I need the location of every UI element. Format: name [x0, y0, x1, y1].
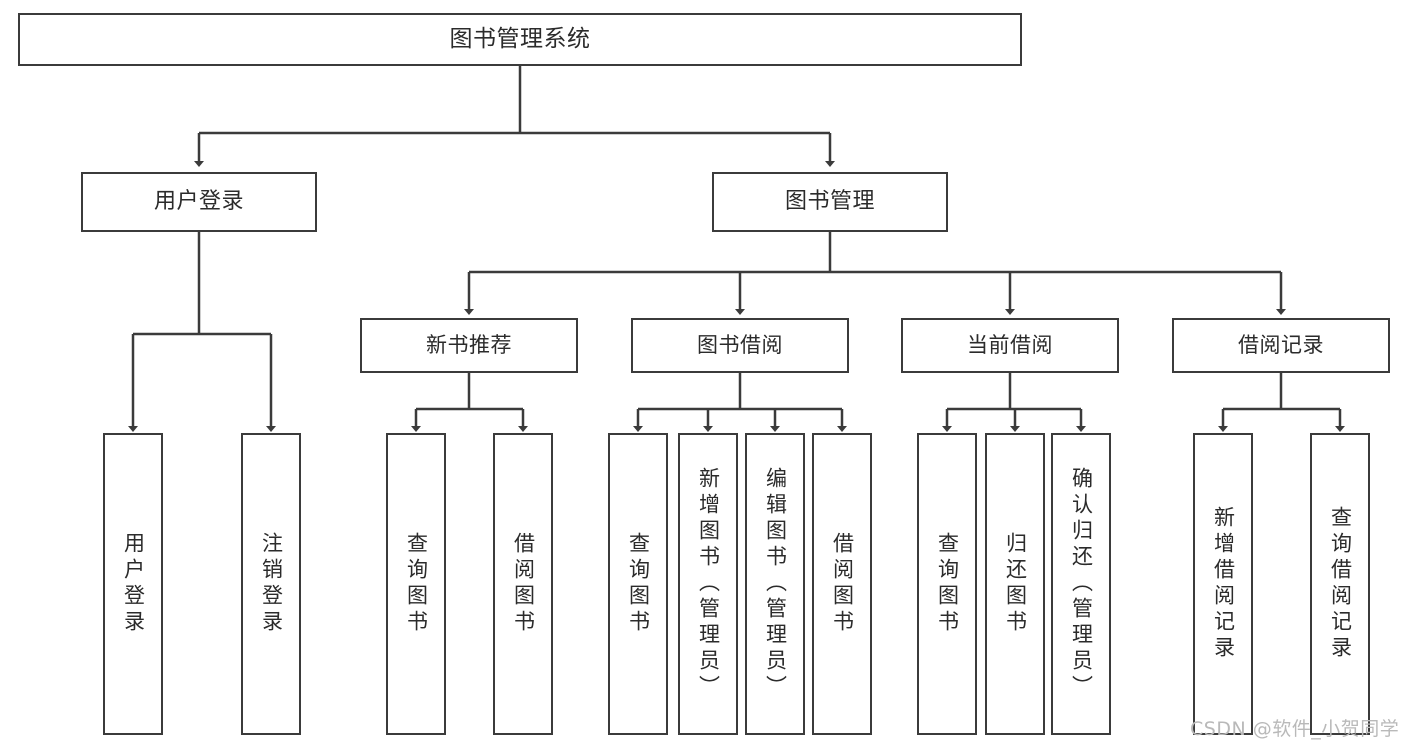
node-label: 借阅记录	[1238, 333, 1324, 357]
node-label: 当前借阅	[967, 333, 1053, 357]
leaf-book-borrow-query-books[interactable]: 查询图书	[608, 433, 668, 735]
leaf-new-book-query-books[interactable]: 查询图书	[386, 433, 446, 735]
leaf-borrow-record-query-record[interactable]: 查询借阅记录	[1310, 433, 1370, 735]
node-label: 新增借阅记录	[1211, 506, 1236, 662]
leaf-current-borrow-confirm-return-admin[interactable]: 确认归还（管理员）	[1051, 433, 1111, 735]
node-label: 借阅图书	[511, 532, 536, 636]
node-new-book-recommend[interactable]: 新书推荐	[360, 318, 578, 373]
csdn-watermark: CSDN @软件_小贺同学	[1190, 718, 1400, 740]
node-label: 查询借阅记录	[1328, 506, 1353, 662]
node-label: 图书借阅	[697, 333, 783, 357]
leaf-current-borrow-return-books[interactable]: 归还图书	[985, 433, 1045, 735]
leaf-book-borrow-add-book-admin[interactable]: 新增图书（管理员）	[678, 433, 738, 735]
node-label: 查询图书	[626, 532, 651, 636]
node-label: 图书管理	[784, 189, 875, 214]
node-borrow-record[interactable]: 借阅记录	[1172, 318, 1390, 373]
node-label: 查询图书	[935, 532, 960, 636]
node-label: 图书管理系统	[449, 26, 591, 52]
node-root-book-management-system[interactable]: 图书管理系统	[18, 13, 1022, 66]
node-label: 注销登录	[259, 532, 284, 636]
node-label: 用户登录	[153, 189, 244, 214]
node-label: 借阅图书	[830, 532, 855, 636]
leaf-borrow-record-add-record[interactable]: 新增借阅记录	[1193, 433, 1253, 735]
leaf-book-borrow-edit-book-admin[interactable]: 编辑图书（管理员）	[745, 433, 805, 735]
node-label: 新书推荐	[426, 333, 512, 357]
leaf-current-borrow-query-books[interactable]: 查询图书	[917, 433, 977, 735]
node-label: 用户登录	[121, 532, 146, 636]
leaf-user-login-login[interactable]: 用户登录	[103, 433, 163, 735]
node-label: 查询图书	[404, 532, 429, 636]
node-book-management[interactable]: 图书管理	[712, 172, 948, 232]
leaf-book-borrow-borrow-books[interactable]: 借阅图书	[812, 433, 872, 735]
node-user-login[interactable]: 用户登录	[81, 172, 317, 232]
node-label: 新增图书（管理员）	[696, 467, 721, 701]
node-label: 归还图书	[1003, 532, 1028, 636]
node-book-borrow[interactable]: 图书借阅	[631, 318, 849, 373]
node-label: 编辑图书（管理员）	[763, 467, 788, 701]
node-label: 确认归还（管理员）	[1069, 467, 1094, 701]
leaf-user-login-logout[interactable]: 注销登录	[241, 433, 301, 735]
leaf-new-book-borrow-books[interactable]: 借阅图书	[493, 433, 553, 735]
node-current-borrow[interactable]: 当前借阅	[901, 318, 1119, 373]
